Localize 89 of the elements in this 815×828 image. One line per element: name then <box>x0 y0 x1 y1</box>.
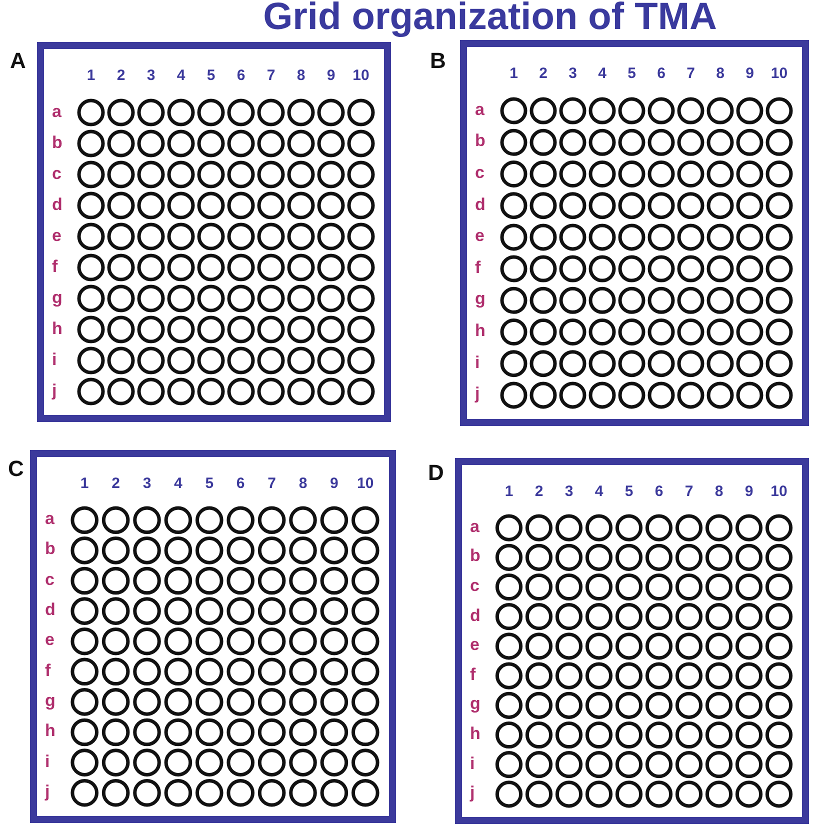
column-number: 1 <box>79 475 90 492</box>
row-letter: b <box>475 131 486 152</box>
column-number: 6 <box>236 67 246 84</box>
row-letter: d <box>475 194 486 215</box>
row-letter: a <box>475 100 484 120</box>
column-number: 8 <box>715 65 726 82</box>
row-letter: j <box>45 782 50 802</box>
column-number: 9 <box>329 475 340 492</box>
column-number: 2 <box>110 475 121 492</box>
title: Grid organization of TMA <box>262 0 718 39</box>
column-number: 7 <box>686 65 696 82</box>
column-number: 5 <box>624 483 634 500</box>
column-number: 3 <box>568 65 578 82</box>
panel-letter: C <box>8 456 24 482</box>
grid-panel <box>455 458 809 824</box>
row-letter: i <box>45 752 50 772</box>
row-letter: h <box>52 318 62 338</box>
row-letter: j <box>470 783 475 804</box>
column-number: 10 <box>352 67 370 84</box>
column-number: 8 <box>296 67 306 84</box>
column-number: 8 <box>714 483 724 500</box>
row-letter: g <box>470 694 480 714</box>
row-letter: b <box>470 546 480 566</box>
column-number: 10 <box>356 475 375 492</box>
column-number: 5 <box>626 65 637 82</box>
panel-letter: D <box>428 460 444 486</box>
column-number: 9 <box>326 67 336 84</box>
panel-letter: A <box>10 48 26 74</box>
column-number: 10 <box>770 65 789 82</box>
column-number: 6 <box>656 65 666 82</box>
row-letter: i <box>470 754 475 774</box>
row-letter: f <box>475 258 481 278</box>
row-letter: b <box>52 132 62 152</box>
column-number: 9 <box>744 483 754 500</box>
column-number: 9 <box>744 65 755 82</box>
row-letter: d <box>470 606 480 626</box>
row-letter: j <box>52 380 57 400</box>
row-letter: h <box>470 724 480 744</box>
column-number: 7 <box>266 67 276 84</box>
row-letter: a <box>45 509 54 530</box>
column-number: 7 <box>266 475 277 492</box>
column-number: 6 <box>235 475 246 492</box>
row-letter: j <box>475 384 480 404</box>
row-letter: h <box>475 321 486 341</box>
row-letter: g <box>52 288 62 308</box>
column-number: 4 <box>176 67 186 84</box>
column-number: 5 <box>206 67 216 84</box>
column-number: 1 <box>504 483 514 500</box>
column-number: 4 <box>594 483 604 500</box>
column-number: 2 <box>116 67 126 84</box>
column-number: 2 <box>534 483 544 500</box>
column-number: 1 <box>508 65 519 82</box>
row-letter: f <box>52 256 58 276</box>
column-number: 2 <box>538 65 548 82</box>
column-number: 4 <box>597 65 608 82</box>
column-number: 7 <box>684 483 694 500</box>
row-letter: c <box>470 576 480 596</box>
row-letter: i <box>475 352 480 373</box>
row-letter: c <box>475 163 484 183</box>
row-letter: g <box>45 690 56 711</box>
grid-panel <box>30 450 396 823</box>
column-number: 3 <box>564 483 574 500</box>
column-number: 3 <box>142 475 152 492</box>
column-number: 10 <box>770 483 788 500</box>
row-letter: e <box>45 630 54 650</box>
column-number: 5 <box>204 475 215 492</box>
row-letter: e <box>52 226 62 246</box>
row-letter: g <box>475 289 486 310</box>
column-number: 1 <box>86 67 96 84</box>
row-letter: e <box>470 635 480 656</box>
panel-letter: B <box>430 48 446 74</box>
row-letter: d <box>52 194 62 214</box>
grid-panel <box>37 42 391 422</box>
column-number: 3 <box>146 67 156 84</box>
row-letter: i <box>52 350 57 370</box>
row-letter: f <box>45 660 51 681</box>
column-number: 8 <box>298 475 308 492</box>
row-letter: d <box>45 600 56 620</box>
row-letter: a <box>470 516 480 537</box>
column-number: 6 <box>654 483 664 500</box>
row-letter: c <box>52 164 62 184</box>
row-letter: h <box>45 721 56 742</box>
column-number: 4 <box>173 475 184 492</box>
row-letter: a <box>52 102 62 122</box>
row-letter: b <box>45 539 56 560</box>
row-letter: f <box>470 664 476 685</box>
row-letter: e <box>475 226 484 246</box>
row-letter: c <box>45 570 54 590</box>
grid-panel <box>460 40 809 426</box>
